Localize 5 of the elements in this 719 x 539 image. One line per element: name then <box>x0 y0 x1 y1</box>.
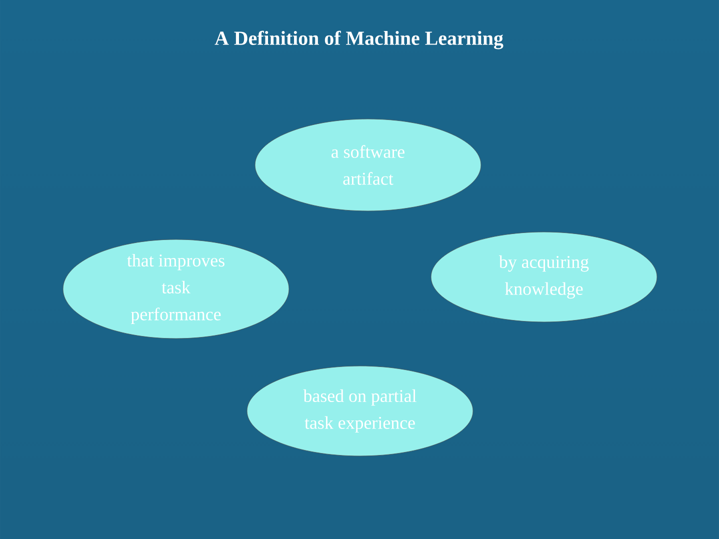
ellipse-node: by acquiring knowledge <box>430 232 658 322</box>
ellipse-node: based on partial task experience <box>246 366 474 456</box>
title: A Definition of Machine Learning <box>214 30 504 50</box>
ellipse-node: a software artifact <box>254 118 482 212</box>
ellipse-node: that improves task performance <box>62 239 290 339</box>
